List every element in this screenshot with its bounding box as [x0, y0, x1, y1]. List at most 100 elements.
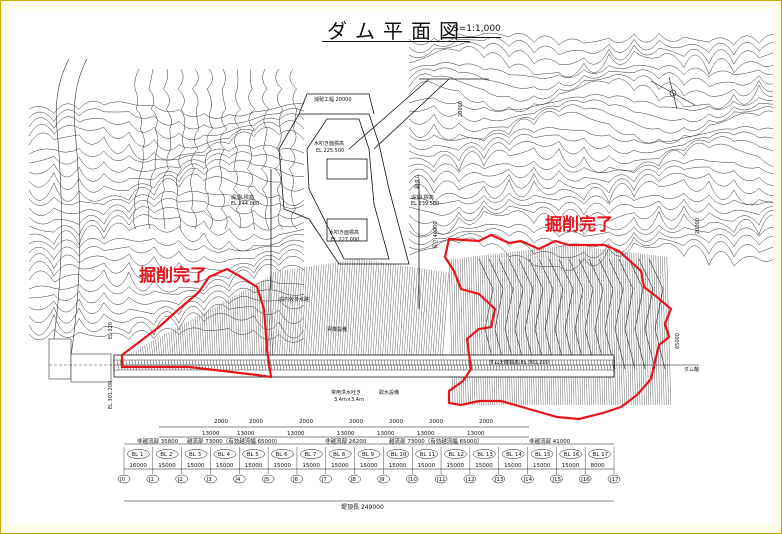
joint-label: J12 — [465, 477, 475, 483]
elevator-label: 昇降設備 — [327, 326, 347, 333]
right-bank-elevation: EL 239.500 — [411, 201, 439, 207]
intake-a-label: 水叩き面標高 — [314, 140, 344, 147]
block-marker — [184, 449, 208, 459]
span-dim: 13000 — [377, 431, 395, 437]
access-road — [48, 58, 112, 383]
span-dim: 13000 — [287, 431, 305, 437]
excavation-hatching — [126, 245, 671, 406]
title-underline — [322, 41, 470, 42]
outlet-label: 常用洪水吐き — [331, 389, 361, 396]
left-bank-label: 堤頂L標高 — [231, 194, 254, 201]
joint-marker — [290, 474, 304, 484]
block-label: BL 16 — [564, 452, 580, 458]
block-label: BL 6 — [276, 452, 289, 458]
section-dim: 非越流部 26200 — [325, 437, 367, 445]
joint-marker — [550, 474, 563, 484]
joint-marker — [492, 474, 505, 484]
span-top-dim: 2000 — [299, 419, 313, 425]
dam-body — [49, 354, 699, 378]
block-width: 15000 — [418, 463, 436, 469]
dam-plan-drawing: 掘削完了 掘削完了 減勢工幅 20000 水叩き面標高 EL 225.500 水… — [28, 32, 773, 511]
block-label: BL 17 — [593, 452, 609, 458]
block-label: BL 12 — [448, 452, 464, 458]
joint-marker — [405, 474, 419, 484]
joint-label: J1 — [148, 477, 154, 483]
joint-marker — [377, 474, 390, 484]
block-label: BL 3 — [189, 452, 202, 458]
sub-dam-label: 副ダム — [414, 174, 421, 189]
block-label: BL 5 — [247, 452, 260, 458]
intake-b-elevation: EL 227.000 — [331, 237, 359, 243]
block-width: 15000 — [446, 463, 464, 469]
block-width: 16000 — [129, 463, 147, 469]
block-label: BL 8 — [333, 452, 346, 458]
dam-crest-elevation: ダム天端標高 EL 301.200 — [489, 359, 549, 366]
block-marker — [271, 449, 294, 459]
span-dim: 13000 — [417, 431, 435, 437]
joint-marker — [607, 474, 621, 484]
crest-length-label: 堤頂長 249000 — [341, 503, 384, 511]
span-dim: 13000 — [237, 431, 255, 437]
block-marker — [501, 449, 525, 459]
joint-label: J3 — [205, 477, 212, 483]
block-label: BL 15 — [535, 452, 551, 458]
joint-marker — [521, 474, 534, 484]
block-width: 15000 — [533, 463, 551, 469]
span-dim: 13000 — [467, 431, 485, 437]
span-top-dim: 2000 — [429, 419, 443, 425]
section-dim: 越流部 73000（有効越流幅 65000） — [389, 437, 483, 445]
section-dim: 越流部 73000（有効越流幅 65000） — [187, 437, 281, 445]
block-width: 15000 — [245, 463, 263, 469]
joint-label: J0 — [119, 477, 126, 483]
excavation-complete-outlines — [120, 233, 673, 421]
block-width: 15000 — [187, 463, 205, 469]
block-label: BL 11 — [420, 452, 436, 458]
span-top-dim: 2000 — [249, 419, 263, 425]
span-dim: 13000 — [337, 431, 355, 437]
block-width: 15000 — [331, 463, 349, 469]
excavation-label-right: 掘削完了 — [545, 214, 613, 235]
right-excavation-outline — [443, 233, 673, 421]
block-width: 15000 — [274, 463, 292, 469]
intake-facility-label: 取水設備 — [379, 389, 399, 396]
intake-a-elevation: EL 225.500 — [316, 148, 344, 154]
joint-label: J10 — [407, 477, 417, 483]
joint-marker — [434, 474, 448, 484]
block-marker — [213, 449, 237, 459]
section-dim: 非越流部 41000 — [529, 437, 571, 445]
block-width: 8000 — [591, 463, 605, 469]
left-elevation: EL 301.200 — [108, 381, 114, 409]
block-marker — [155, 449, 179, 459]
span-top-dim: 2000 — [389, 419, 403, 425]
block-marker — [473, 449, 496, 459]
terrain-contours — [28, 32, 773, 343]
block-width: 15000 — [504, 463, 522, 469]
block-marker — [530, 449, 554, 459]
drawing-scale: S=1:1,000 — [453, 24, 501, 34]
joint-marker — [319, 474, 333, 484]
block-label: BL 1 — [131, 452, 143, 458]
left-excavation-outline — [120, 267, 273, 379]
dam-axis-label: ダム軸 — [684, 366, 699, 373]
length-dim: 20000 — [458, 101, 464, 117]
joint-label: J13 — [494, 477, 504, 483]
block-width: 15000 — [562, 463, 580, 469]
block-width: 15000 — [302, 463, 320, 469]
block-marker — [444, 449, 467, 459]
north-arrow-icon — [650, 76, 696, 110]
joint-label: J11 — [436, 477, 446, 483]
block-width: 15000 — [158, 463, 176, 469]
joint-label: J6 — [292, 477, 299, 483]
joint-label: J2 — [177, 477, 183, 483]
span-top-dim: 2000 — [349, 419, 363, 425]
block-width: 15000 — [216, 463, 234, 469]
block-marker — [300, 449, 323, 459]
joint-marker — [463, 474, 477, 484]
span-top-dim: 2000 — [214, 419, 228, 425]
intake-b-label: 水叩き面標高 — [329, 229, 359, 236]
joint-marker — [578, 474, 592, 484]
block-label: BL 10 — [391, 452, 407, 458]
